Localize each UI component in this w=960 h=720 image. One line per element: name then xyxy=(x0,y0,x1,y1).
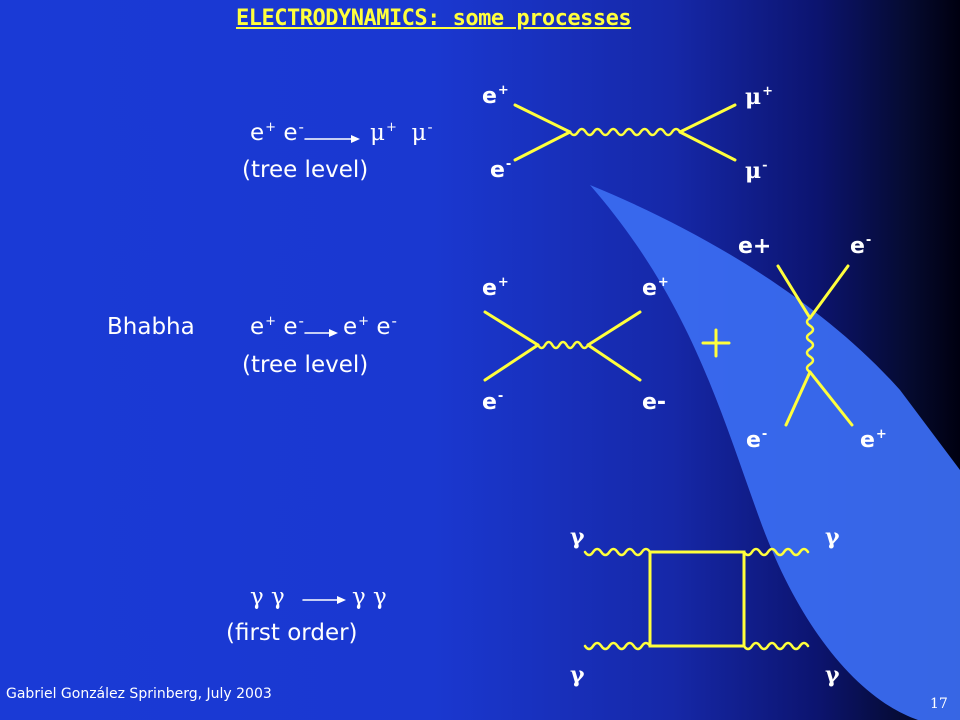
p2s-line-bottom-left xyxy=(483,343,540,382)
process3-reaction-left: γ γ xyxy=(250,584,285,610)
p2t-label-bottom-left: e- xyxy=(746,427,768,453)
p2s-line-top-right xyxy=(586,310,642,347)
p3-photon-bottom-left xyxy=(583,641,652,651)
p2t-line-bottom-right xyxy=(808,370,854,427)
p2s-label-top-left: e+ xyxy=(482,275,509,301)
process1-reaction-right: μ+ μ- xyxy=(370,118,433,146)
process2-note: (tree level) xyxy=(242,352,369,378)
p2t-line-top-left xyxy=(776,264,812,320)
p2s-line-bottom-right xyxy=(586,343,642,382)
p2t-label-top-right: e- xyxy=(850,233,872,259)
p3-photon-top-right xyxy=(742,547,810,557)
p2-t-channel-diagram xyxy=(776,264,854,427)
muon-symbol: μ xyxy=(370,120,385,146)
process3-note: (first order) xyxy=(226,620,358,646)
p1-photon-propagator xyxy=(568,127,682,137)
p1-incoming-positron xyxy=(513,103,572,134)
slide-number: 17 xyxy=(930,696,948,712)
p1-outgoing-muon-plus xyxy=(678,103,737,134)
process2-name: Bhabha xyxy=(107,314,195,340)
footer-author: Gabriel González Sprinberg, July 2003 xyxy=(6,686,272,702)
p2t-photon-propagator xyxy=(805,316,815,374)
p2t-line-top-right xyxy=(808,264,850,320)
p2t-label-bottom-right: e+ xyxy=(860,427,887,453)
process1-note: (tree level) xyxy=(242,157,369,183)
p1-label-top-right: μ+ xyxy=(745,84,774,110)
p2-s-channel-diagram xyxy=(483,310,642,382)
p3-gamma-top-left: γ xyxy=(570,524,585,550)
p3-gamma-bottom-right: γ xyxy=(825,662,840,688)
p1-diagram xyxy=(513,103,737,162)
process3-arrow xyxy=(302,596,346,604)
p1-outgoing-muon-minus xyxy=(678,130,737,162)
p3-photon-top-left xyxy=(583,547,652,557)
p2s-line-top-left xyxy=(483,310,540,347)
plus-sign xyxy=(701,328,731,358)
p2s-label-top-right: e+ xyxy=(642,275,669,301)
p2s-label-bottom-right: e- xyxy=(642,390,667,415)
p2s-photon-propagator xyxy=(536,340,590,350)
p2t-label-top-left: e+ xyxy=(738,234,772,259)
p2s-label-bottom-left: e- xyxy=(482,389,504,415)
process1-arrow xyxy=(304,135,360,143)
process2-arrow xyxy=(304,329,338,337)
p3-gamma-top-right: γ xyxy=(825,524,840,550)
muon-symbol: μ xyxy=(411,120,427,146)
process3-reaction-right: γ γ xyxy=(352,584,387,610)
process1-reaction-left: e+ e- xyxy=(250,118,304,146)
electron-symbol: e xyxy=(283,120,298,146)
p1-label-top-left: e+ xyxy=(482,83,509,109)
p2t-line-bottom-left xyxy=(784,370,812,427)
electron-symbol: e xyxy=(250,120,265,146)
p1-incoming-electron xyxy=(513,130,572,162)
process2-reaction-left: e+ e- xyxy=(250,312,304,340)
process2-reaction-right: e+ e- xyxy=(343,312,397,340)
p3-fermion-loop xyxy=(648,550,746,648)
p3-box-diagram xyxy=(583,547,810,651)
p3-gamma-bottom-left: γ xyxy=(570,662,585,688)
p3-photon-bottom-right xyxy=(742,641,810,651)
p1-label-bottom-right: μ- xyxy=(745,158,768,184)
p1-label-bottom-left: e- xyxy=(490,157,512,183)
page-title: ELECTRODYNAMICS: some processes xyxy=(236,6,632,31)
